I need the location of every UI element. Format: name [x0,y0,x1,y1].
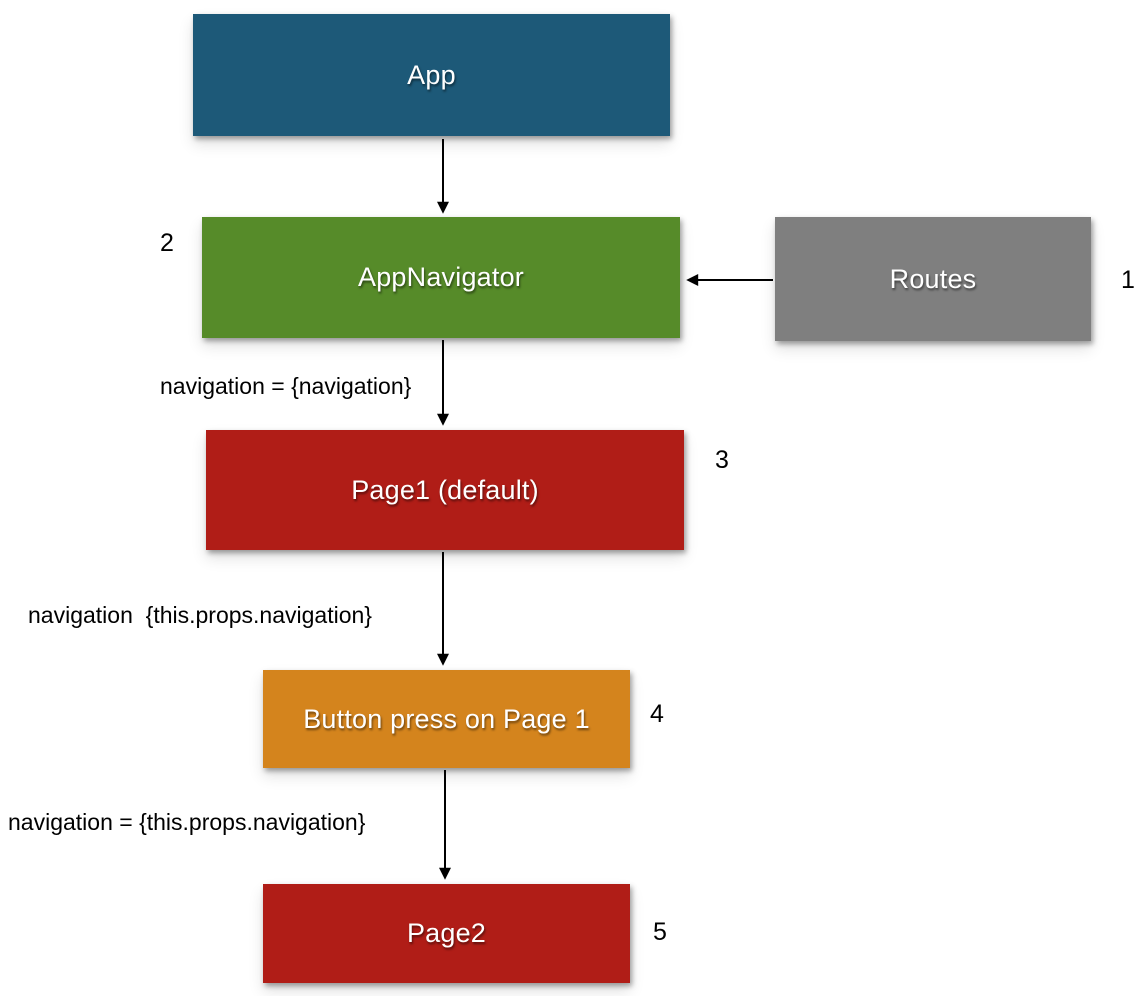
diagram-node-app: App [193,14,670,136]
node-app-label: App [407,59,456,90]
node-appnavigator-label: AppNavigator [358,262,524,292]
node-page1-label: Page1 (default) [351,474,539,505]
step-number-page1: 3 [715,446,729,474]
diagram-node-button-press: Button press on Page 1 [263,670,630,768]
diagram-node-appnavigator: AppNavigator [202,217,680,338]
edge-label-button-to-page2: navigation = {this.props.navigation} [8,809,366,835]
step-number-button-press: 4 [650,700,664,728]
diagram-node-routes: Routes [775,217,1091,341]
diagram-node-page1: Page1 (default) [206,430,684,550]
edge-label-page1-to-button: navigation {this.props.navigation} [28,602,372,628]
node-routes-label: Routes [889,263,977,294]
node-page2-label: Page2 [406,918,487,948]
edge-label-appnavigator-to-page1: navigation = {navigation} [160,373,412,399]
step-number-routes: 1 [1121,266,1135,294]
step-number-appnavigator: 2 [160,229,174,257]
step-number-page2: 5 [653,918,667,946]
node-button-press-label: Button press on Page 1 [303,703,590,734]
diagram-node-page2: Page2 [263,884,630,983]
